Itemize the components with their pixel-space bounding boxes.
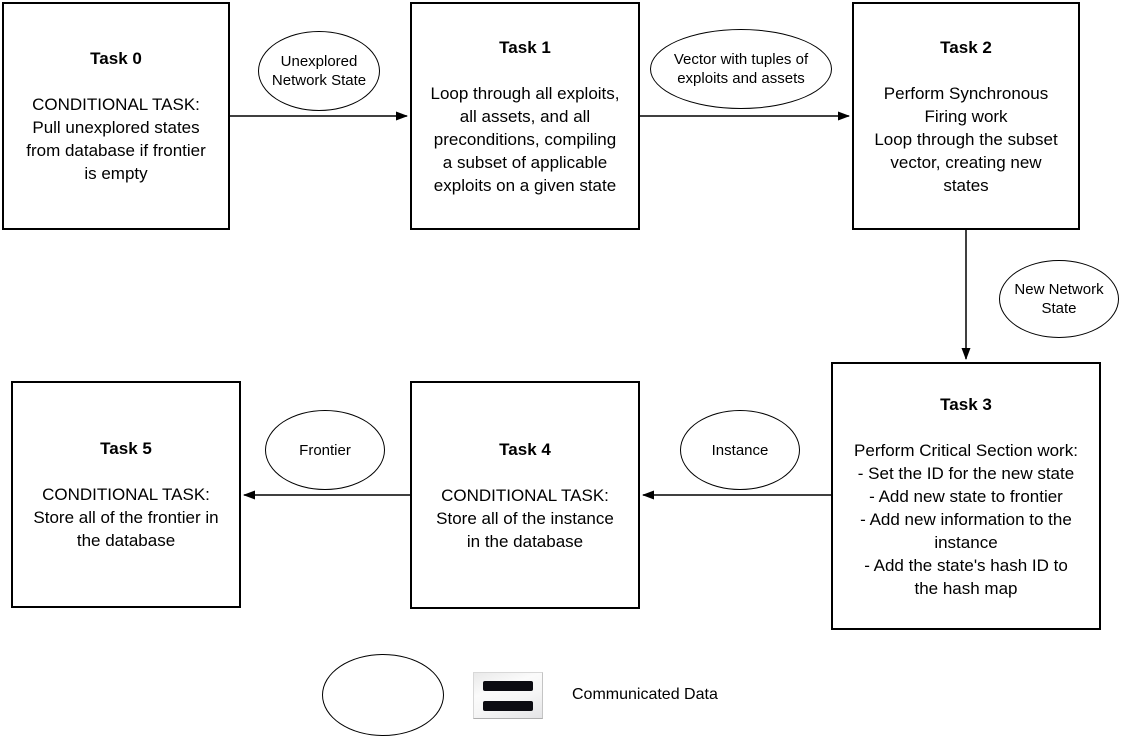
task3-box: Task 3 Perform Critical Section work: - … <box>831 362 1101 630</box>
task1-title: Task 1 <box>499 37 551 57</box>
task4-title: Task 4 <box>499 439 551 459</box>
ellipse-vector-with-tuples-label: Vector with tuples of exploits and asset… <box>673 51 809 87</box>
task2-title: Task 2 <box>940 37 992 57</box>
ellipse-new-network-state: New Network State <box>999 260 1119 338</box>
ellipse-frontier: Frontier <box>265 410 385 490</box>
task1-body: Loop through all exploits, all assets, a… <box>430 83 620 195</box>
legend-label: Communicated Data <box>572 686 718 703</box>
ellipse-vector-with-tuples: Vector with tuples of exploits and asset… <box>650 29 832 109</box>
task0-title: Task 0 <box>90 49 142 68</box>
task5-box: Task 5 CONDITIONAL TASK: Store all of th… <box>11 381 241 608</box>
task5-title: Task 5 <box>100 439 152 458</box>
equals-icon-bar-top <box>483 680 533 691</box>
equals-icon <box>473 672 543 719</box>
ellipse-frontier-label: Frontier <box>299 441 351 459</box>
ellipse-unexplored-network-state: Unexplored Network State <box>258 31 380 111</box>
ellipse-instance-label: Instance <box>711 441 769 459</box>
ellipse-new-network-state-label: New Network State <box>1014 281 1104 317</box>
task2-box: Task 2 Perform Synchronous Firing work L… <box>852 2 1080 230</box>
legend-ellipse <box>322 654 444 736</box>
ellipse-unexplored-network-state-label: Unexplored Network State <box>271 53 367 89</box>
ellipse-instance: Instance <box>680 410 800 490</box>
task5-body: CONDITIONAL TASK: Store all of the front… <box>33 485 219 550</box>
task0-box: Task 0 CONDITIONAL TASK: Pull unexplored… <box>2 2 230 230</box>
task0-body: CONDITIONAL TASK: Pull unexplored states… <box>26 95 206 183</box>
task4-body: CONDITIONAL TASK: Store all of the insta… <box>436 485 614 551</box>
task1-box: Task 1 Loop through all exploits, all as… <box>410 2 640 230</box>
task4-box: Task 4 CONDITIONAL TASK: Store all of th… <box>410 381 640 609</box>
equals-icon-bar-bottom <box>483 700 533 711</box>
task3-body: Perform Critical Section work: - Set the… <box>854 440 1078 598</box>
task2-body: Perform Synchronous Firing work Loop thr… <box>874 83 1058 195</box>
task3-title: Task 3 <box>940 394 992 414</box>
